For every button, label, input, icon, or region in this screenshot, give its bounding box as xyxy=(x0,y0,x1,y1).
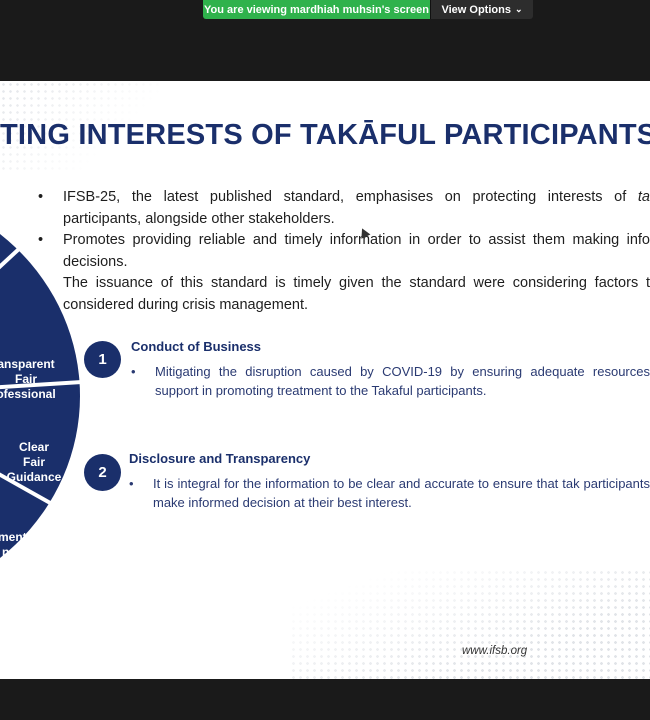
section-body-text: Mitigating the disruption caused by COVI… xyxy=(155,364,650,398)
section-number-badge: 2 xyxy=(84,454,121,491)
bullet-text-continued: decisions. xyxy=(63,253,128,270)
bullet-text: IFSB-25, the latest published standard, … xyxy=(63,189,638,205)
wheel-segment-label: ment non ach xyxy=(0,530,27,574)
view-options-label: View Options xyxy=(441,3,511,16)
wheel-segment-label: ansparent Fair ofessional xyxy=(0,357,56,401)
bullet-icon: • xyxy=(38,189,44,205)
bullet-text-continued: participants, alongside other stakeholde… xyxy=(63,210,335,227)
wheel-disc xyxy=(0,234,80,558)
bullet-icon: • xyxy=(129,476,134,491)
bullet-icon: • xyxy=(38,232,44,248)
chevron-down-icon: ⌄ xyxy=(514,4,523,14)
principles-wheel xyxy=(0,234,80,558)
wheel-divider xyxy=(0,472,53,506)
section-body: • Mitigating the disruption caused by CO… xyxy=(131,363,650,400)
bullet-item: • The issuance of this standard is timel… xyxy=(38,273,650,316)
bullet-text: Promotes providing reliable and timely i… xyxy=(63,232,650,248)
section-title: Disclosure and Transparency xyxy=(129,451,311,466)
section-body-text: It is integral for the information to be… xyxy=(153,476,650,510)
share-banner-text: You are viewing mardhiah muhsin's screen xyxy=(204,3,429,16)
bullet-text: The issuance of this standard is timely … xyxy=(63,275,650,291)
section-number-badge: 1 xyxy=(84,341,121,378)
dot-pattern-decoration xyxy=(290,569,650,679)
bullet-italic-text: ta xyxy=(637,189,650,205)
bullet-item: • Promotes providing reliable and timely… xyxy=(38,230,650,273)
section-body: • It is integral for the information to … xyxy=(129,475,650,512)
wheel-segment-label: Clear Fair Guidance xyxy=(6,440,62,484)
section-title: Conduct of Business xyxy=(131,339,262,354)
screen-share-banner: You are viewing mardhiah muhsin's screen xyxy=(203,0,430,19)
bullet-list: • IFSB-25, the latest published standard… xyxy=(38,187,650,316)
wheel-divider xyxy=(0,380,80,390)
slide-title: TING INTERESTS OF TAKĀFUL PARTICIPANTS xyxy=(0,119,650,151)
bullet-text-continued: considered during crisis management. xyxy=(63,296,309,313)
dot-pattern-decoration xyxy=(0,81,160,171)
bullet-icon: • xyxy=(131,364,136,379)
bullet-item: • IFSB-25, the latest published standard… xyxy=(38,187,650,230)
footer-url: www.ifsb.org xyxy=(462,645,528,657)
view-options-button[interactable]: View Options ⌄ xyxy=(430,0,533,19)
shared-slide: TING INTERESTS OF TAKĀFUL PARTICIPANTS •… xyxy=(0,81,650,679)
